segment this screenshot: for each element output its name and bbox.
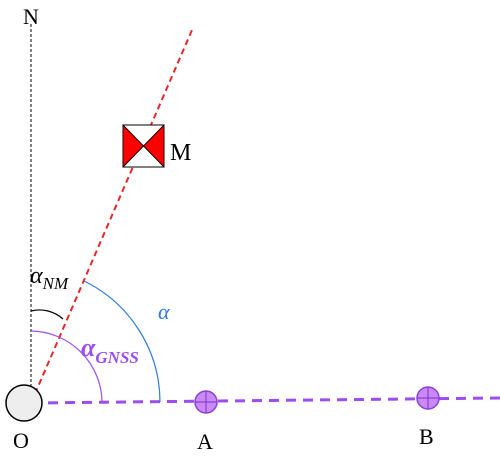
landmark-marker (122, 124, 165, 168)
angle-gnss-arc (30, 330, 103, 403)
angle-total-arc (83, 280, 161, 403)
sight-line (30, 29, 193, 404)
angle-total-label: α (158, 299, 170, 324)
point-b-marker (416, 386, 440, 410)
point-a-label: A (197, 429, 213, 454)
angle-nm-label: αNM (30, 263, 69, 293)
point-a-marker (194, 390, 218, 414)
angle-nm-arc (30, 309, 64, 320)
north-label: N (23, 4, 39, 29)
circle-station-icon (5, 384, 43, 422)
angle-gnss-label: αGNSS (81, 333, 139, 367)
landmark-label: M (170, 140, 191, 166)
point-b-label: B (419, 424, 434, 449)
origin-label: O (13, 428, 29, 453)
